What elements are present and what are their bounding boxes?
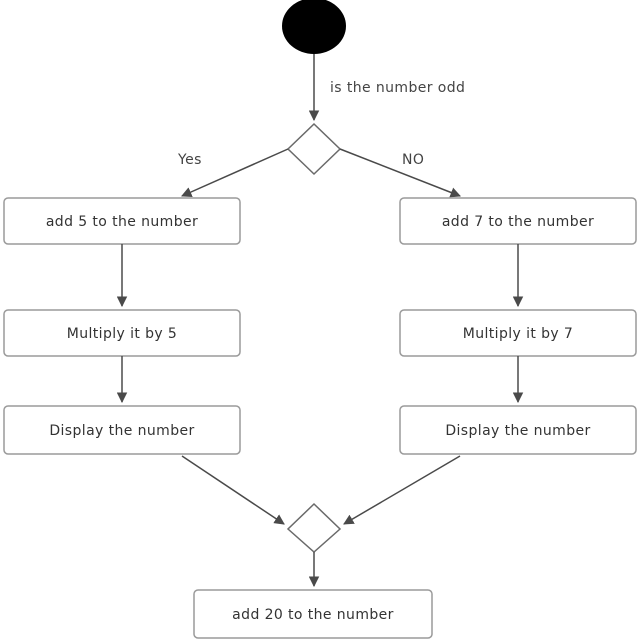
node-add-5: add 5 to the number — [3, 197, 241, 245]
edge-display-right-to-merge — [343, 455, 461, 525]
decision-node — [286, 122, 342, 176]
node-multiply-5: Multiply it by 5 — [3, 309, 241, 357]
node-add-5-label: add 5 to the number — [46, 214, 198, 230]
node-multiply-5-label: Multiply it by 5 — [67, 326, 178, 342]
edge-display-left-to-merge — [181, 455, 285, 525]
edge-label-question: is the number odd — [330, 80, 465, 96]
edge-yes — [181, 148, 289, 197]
node-multiply-7: Multiply it by 7 — [399, 309, 637, 357]
node-add-7-label: add 7 to the number — [442, 214, 594, 230]
node-display-left-label: Display the number — [49, 423, 194, 439]
start-node — [282, 0, 346, 54]
node-multiply-7-label: Multiply it by 7 — [463, 326, 574, 342]
node-add-20: add 20 to the number — [193, 589, 433, 639]
node-display-left: Display the number — [3, 405, 241, 455]
edge-label-no: NO — [402, 152, 424, 168]
edge-no — [339, 148, 461, 198]
node-add-20-label: add 20 to the number — [232, 607, 394, 623]
node-display-right: Display the number — [399, 405, 637, 455]
node-add-7: add 7 to the number — [399, 197, 637, 245]
edge-label-yes: Yes — [177, 152, 202, 168]
merge-node — [286, 502, 342, 554]
node-display-right-label: Display the number — [445, 423, 590, 439]
